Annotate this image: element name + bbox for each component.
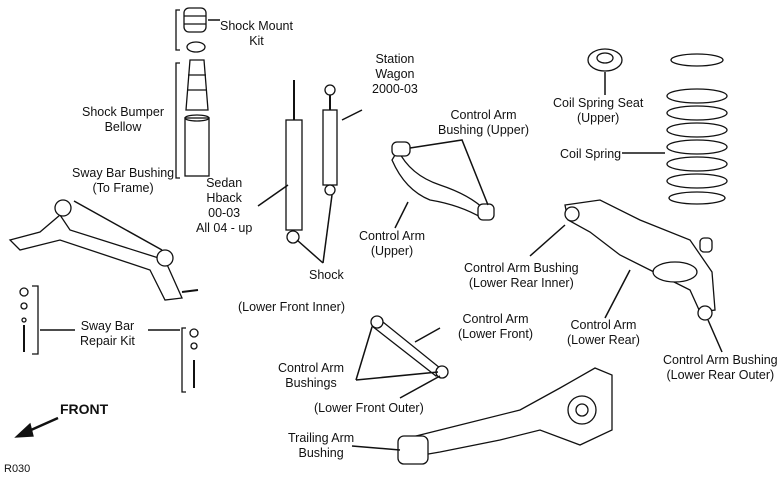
sedan-shock-part (285, 80, 303, 244)
label-station-wagon: Station Wagon 2000-03 (372, 52, 418, 96)
label-sway-bar-repair-kit: Sway Bar Repair Kit (80, 319, 135, 348)
label-lower-front-outer: (Lower Front Outer) (314, 401, 424, 415)
wagon-shock-part (322, 84, 338, 196)
coil-spring-seat-part (587, 48, 623, 72)
label-control-arm-upper: Control Arm (Upper) (359, 229, 425, 258)
reference-code: R030 (4, 463, 31, 475)
shock-mount-part (183, 7, 207, 53)
front-arrow-icon (14, 416, 59, 438)
label-control-arm-lower-front: Control Arm (Lower Front) (458, 312, 534, 341)
label-control-arm-bushing-lower-rear-outer: Control Arm Bushing (Lower Rear Outer) (663, 353, 778, 382)
sway-bar-part (8, 199, 199, 301)
label-coil-spring-seat: Coil Spring Seat (Upper) (553, 96, 644, 125)
upper-control-arm-part (391, 141, 495, 221)
label-coil-spring: Coil Spring (560, 147, 622, 161)
bracket-repair-kit-right (181, 327, 186, 393)
trailing-arm-part (397, 367, 613, 465)
label-trailing-arm-bushing: Trailing Arm Bushing (288, 431, 355, 460)
label-shock-bumper-bellow: Shock Bumper Bellow (82, 105, 164, 134)
bracket-shock-mount (175, 9, 180, 51)
label-control-arm-bushing-lower-rear-inner: Control Arm Bushing (Lower Rear Inner) (464, 261, 579, 290)
label-sway-bar-bushing: Sway Bar Bushing (To Frame) (72, 166, 175, 195)
label-control-arm-bushing-upper: Control Arm Bushing (Upper) (438, 108, 530, 137)
leader-lines (40, 19, 723, 451)
coil-spring-part (666, 53, 728, 205)
lower-front-control-arm-part (370, 315, 449, 379)
bracket-repair-kit-left (32, 285, 39, 355)
sway-bar-repair-kit-part (19, 287, 199, 388)
label-shock: Shock (309, 268, 344, 282)
label-shock-mount-kit: Shock Mount Kit (220, 19, 293, 48)
bracket-bumper-bellow (175, 62, 180, 179)
label-lower-front-inner: (Lower Front Inner) (238, 300, 345, 314)
bumper-bellow-part (184, 59, 210, 177)
label-front: FRONT (60, 401, 109, 417)
label-control-arm-lower-rear: Control Arm (Lower Rear) (567, 318, 640, 347)
label-sedan-hback: Sedan Hback 00-03 All 04 - up (196, 176, 253, 235)
lower-rear-control-arm-part (564, 199, 716, 321)
label-control-arm-bushings: Control Arm Bushings (278, 361, 344, 390)
